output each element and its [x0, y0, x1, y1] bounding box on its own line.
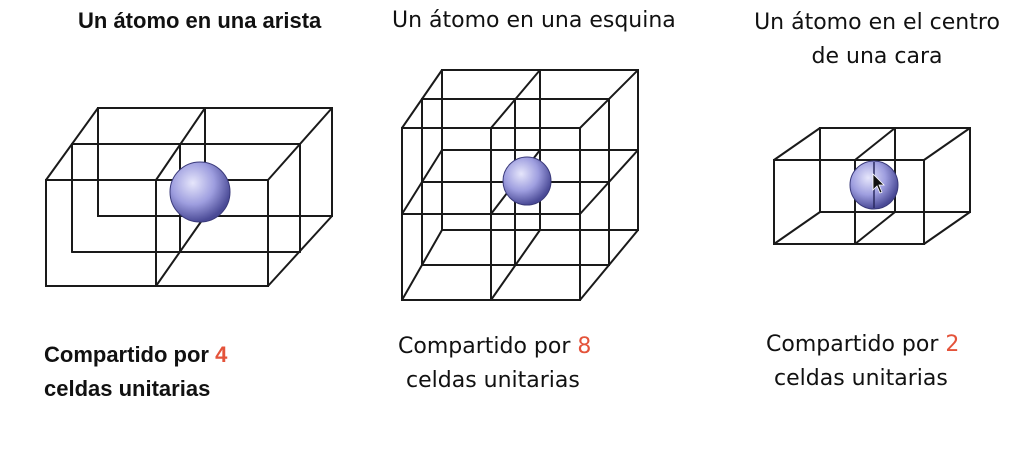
atom-corner: [502, 156, 552, 206]
face-lattice: [773, 127, 971, 245]
caption-prefix: Compartido por: [398, 334, 578, 359]
panel-corner-title: Un átomo en una esquina: [392, 8, 676, 33]
caption-suffix: celdas unitarias: [774, 366, 948, 391]
caption-suffix: celdas unitarias: [44, 376, 211, 401]
caption-prefix: Compartido por: [766, 332, 946, 357]
atom-edge: [169, 161, 231, 223]
mouse-cursor-icon: [872, 173, 885, 194]
panel-face-title: Un átomo en el centro de una cara: [754, 10, 1000, 69]
panel-edge-caption: Compartido por 4 celdas unitarias: [44, 338, 344, 406]
panel-edge-title: Un átomo en una arista: [78, 8, 322, 33]
share-count: 4: [215, 342, 228, 367]
edge-lattice: [45, 107, 333, 287]
panel-face-caption: Compartido por 2 celdas unitarias: [766, 328, 1026, 396]
panel-corner-caption: Compartido por 8 celdas unitarias: [398, 330, 658, 398]
corner-lattice: [401, 69, 639, 301]
share-count: 8: [577, 334, 592, 359]
share-count: 2: [945, 332, 960, 357]
caption-prefix: Compartido por: [44, 342, 216, 367]
caption-suffix: celdas unitarias: [406, 368, 580, 393]
